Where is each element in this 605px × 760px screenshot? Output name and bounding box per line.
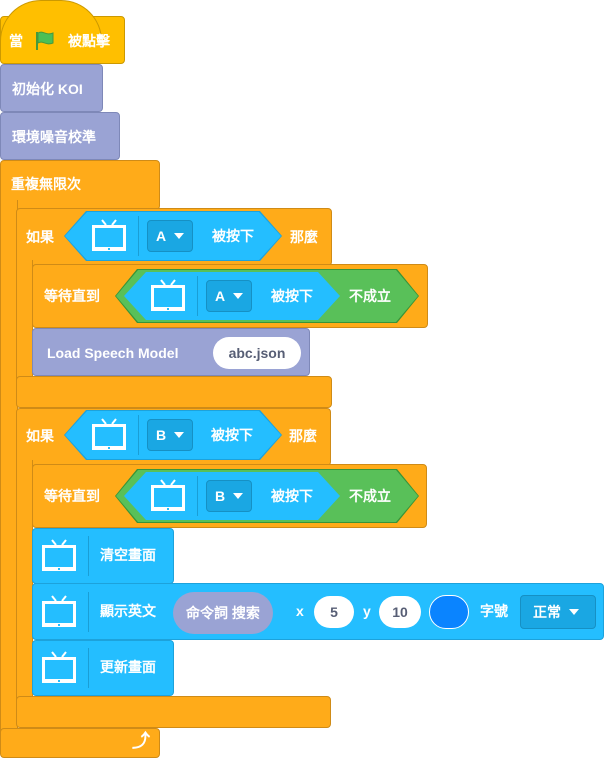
hat-prefix: 當 bbox=[9, 33, 23, 49]
load-label: Load Speech Model bbox=[47, 345, 179, 361]
calibrate-label: 環境噪音校準 bbox=[12, 129, 96, 145]
x-label: x bbox=[296, 603, 304, 619]
pressed-label: 被按下 bbox=[271, 488, 313, 504]
pressed-label: 被按下 bbox=[211, 427, 253, 443]
model-file-value: abc.json bbox=[228, 345, 286, 361]
update-screen-block[interactable]: 更新畫面 bbox=[32, 640, 174, 696]
pressed-label: 被按下 bbox=[212, 228, 254, 244]
init-koi-block[interactable]: 初始化 KOI bbox=[0, 64, 103, 112]
clear-screen-block[interactable]: 清空畫面 bbox=[32, 528, 174, 584]
dropdown-arrow-icon bbox=[174, 432, 185, 438]
show-label: 顯示英文 bbox=[100, 603, 156, 619]
dropdown-arrow-icon bbox=[569, 609, 579, 615]
tv-icon bbox=[148, 476, 188, 516]
key-value: B bbox=[215, 488, 226, 504]
tv-icon bbox=[39, 648, 79, 688]
dropdown-arrow-icon bbox=[233, 293, 244, 299]
forever-label: 重複無限次 bbox=[11, 176, 81, 192]
green-flag-icon bbox=[36, 31, 54, 50]
loop-arrow-icon: ⤴ bbox=[132, 731, 150, 751]
update-label: 更新畫面 bbox=[100, 659, 156, 675]
then-label: 那麼 bbox=[290, 229, 318, 245]
model-file-input[interactable]: abc.json bbox=[213, 337, 301, 369]
dropdown-arrow-icon bbox=[174, 233, 185, 239]
if-label: 如果 bbox=[26, 428, 54, 444]
tv-icon bbox=[39, 536, 79, 576]
x-input[interactable]: 5 bbox=[314, 596, 354, 628]
tv-icon bbox=[89, 415, 129, 455]
command-word-reporter[interactable]: 命令詞 搜索 bbox=[173, 592, 273, 634]
calibrate-noise-block[interactable]: 環境噪音校準 bbox=[0, 112, 120, 160]
wait-label: 等待直到 bbox=[44, 488, 100, 504]
y-label: y bbox=[363, 603, 371, 619]
size-dropdown[interactable]: 正常 bbox=[520, 595, 596, 629]
not-label: 不成立 bbox=[349, 488, 391, 504]
then-label: 那麼 bbox=[289, 428, 317, 444]
y-input[interactable]: 10 bbox=[379, 596, 421, 628]
key-dropdown[interactable]: A bbox=[206, 280, 253, 312]
y-value: 10 bbox=[392, 604, 408, 620]
color-picker[interactable] bbox=[429, 595, 469, 629]
hat-suffix: 被點擊 bbox=[68, 33, 110, 49]
load-speech-model-block[interactable]: Load Speech Model abc.json bbox=[32, 328, 310, 376]
wait-label: 等待直到 bbox=[44, 288, 100, 304]
key-dropdown[interactable]: B bbox=[206, 480, 253, 512]
key-value: A bbox=[215, 288, 226, 304]
size-label: 字號 bbox=[480, 603, 508, 619]
key-value: A bbox=[156, 228, 167, 244]
x-value: 5 bbox=[330, 604, 338, 620]
tv-icon bbox=[89, 216, 129, 256]
tv-icon bbox=[39, 592, 79, 632]
key-value: B bbox=[156, 427, 167, 443]
clear-label: 清空畫面 bbox=[100, 547, 156, 563]
pressed-label: 被按下 bbox=[271, 288, 313, 304]
tv-icon bbox=[148, 276, 188, 316]
size-value: 正常 bbox=[533, 604, 561, 620]
not-label: 不成立 bbox=[349, 288, 391, 304]
init-koi-label: 初始化 KOI bbox=[12, 81, 83, 97]
reporter-label: 命令詞 搜索 bbox=[186, 605, 260, 621]
key-dropdown[interactable]: B bbox=[147, 419, 194, 451]
if-label: 如果 bbox=[26, 229, 54, 245]
wait-until-block-2[interactable]: 等待直到 B 被按下 不成立 bbox=[32, 464, 427, 528]
wait-until-block-1[interactable]: 等待直到 A 被按下 不成立 bbox=[32, 264, 428, 328]
show-text-block[interactable]: 顯示英文 命令詞 搜索 x 5 y 10 字號 正常 bbox=[32, 583, 604, 640]
key-dropdown[interactable]: A bbox=[147, 220, 194, 252]
dropdown-arrow-icon bbox=[233, 493, 244, 499]
